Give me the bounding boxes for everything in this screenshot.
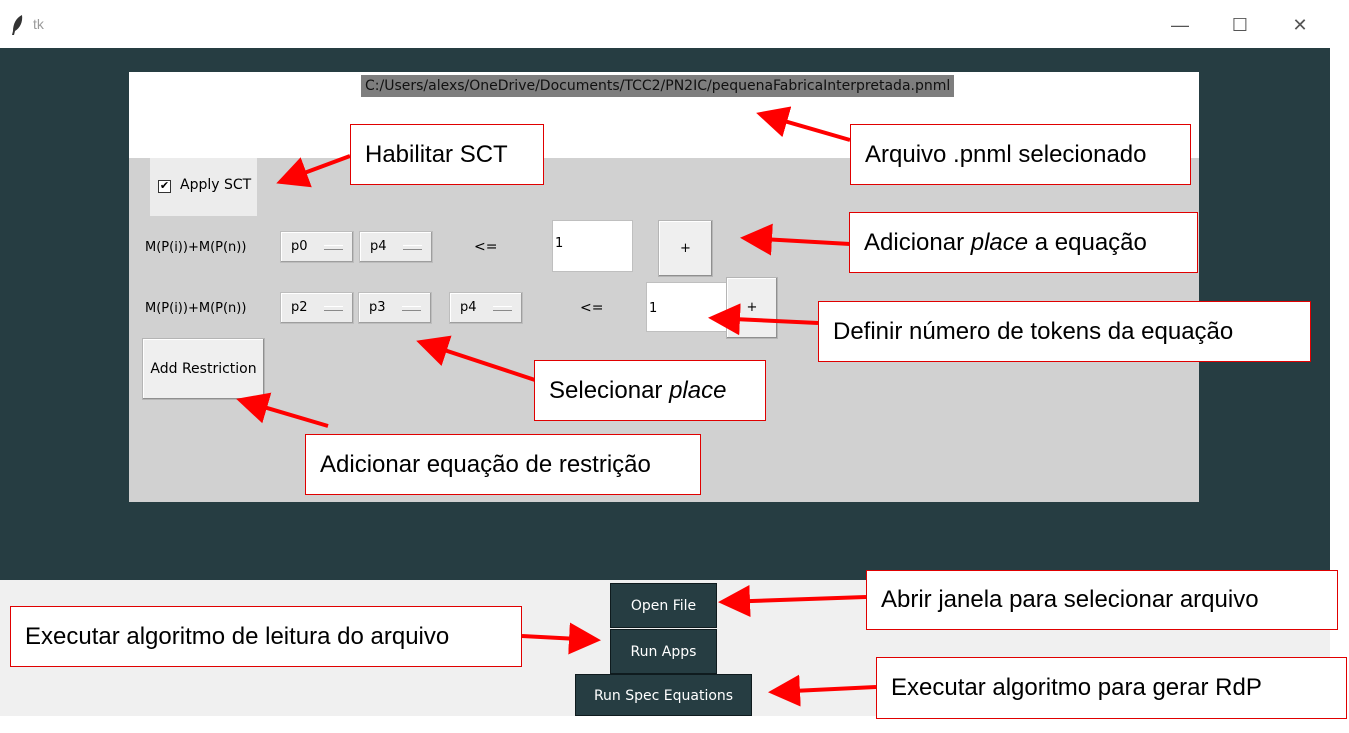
add-place-button[interactable]: + [658,220,713,277]
option-indicator-icon [324,306,343,311]
maximize-icon[interactable]: ☐ [1231,15,1249,35]
token-count-input[interactable]: 1 [646,282,727,332]
equation-label: M(P(i))+M(P(n)) [145,240,247,255]
callout-text: Executar algoritmo para gerar RdP [891,674,1262,701]
callout-arquivo-selecionado: Arquivo .pnml selecionado [850,124,1191,185]
feather-icon [12,15,23,35]
apply-sct-checkbox[interactable]: ✔ Apply SCT [150,158,257,216]
place-select-value: p4 [370,239,387,254]
token-count-input[interactable]: 1 [552,220,633,272]
option-indicator-icon [402,306,421,311]
place-select-value: p4 [460,300,477,315]
file-path-label: C:/Users/alexs/OneDrive/Documents/TCC2/P… [361,75,955,97]
add-restriction-button[interactable]: Add Restriction [142,338,265,400]
close-icon[interactable]: ✕ [1292,15,1308,35]
callout-text: Habilitar SCT [365,140,508,168]
title-bar: tk — ☐ ✕ [0,0,1349,48]
callout-abrir-janela: Abrir janela para selecionar arquivo [866,570,1338,630]
option-indicator-icon [493,306,512,311]
place-select-value: p0 [291,239,308,254]
callout-executar-leitura: Executar algoritmo de leitura do arquivo [10,606,522,667]
run-spec-equations-button[interactable]: Run Spec Equations [575,674,752,716]
callout-text-italic: place [970,228,1029,256]
callout-text: Arquivo .pnml selecionado [865,140,1147,168]
place-select[interactable]: p4 [359,231,433,263]
callout-text: Adicionar [864,228,971,256]
callout-adicionar-place: Adicionar place a equação [849,212,1198,273]
minimize-icon[interactable]: — [1171,15,1189,35]
add-place-button[interactable]: + [726,277,778,339]
leq-operator: <= [474,239,498,255]
callout-executar-rdp: Executar algoritmo para gerar RdP [876,657,1347,719]
callout-adicionar-equacao: Adicionar equação de restrição [305,434,701,495]
equation-label: M(P(i))+M(P(n)) [145,301,247,316]
callout-selecionar-place: Selecionar place [534,360,766,421]
place-select-value: p3 [369,300,386,315]
place-select[interactable]: p4 [449,292,523,324]
option-indicator-icon [324,245,343,250]
place-select-value: p2 [291,300,308,315]
leq-operator: <= [580,300,604,316]
checkbox-check-icon[interactable]: ✔ [158,180,171,193]
callout-text: a equação [1028,228,1147,256]
place-select[interactable]: p0 [280,231,354,263]
apply-sct-label: Apply SCT [180,177,252,193]
option-indicator-icon [403,245,422,250]
callout-text: Executar algoritmo de leitura do arquivo [25,622,450,650]
open-file-button[interactable]: Open File [610,583,717,628]
callout-text: Selecionar [549,376,670,404]
callout-definir-tokens: Definir número de tokens da equação [818,301,1311,362]
callout-habilitar-sct: Habilitar SCT [350,124,544,185]
callout-text: Adicionar equação de restrição [320,450,651,478]
window-title: tk [33,16,44,32]
callout-text: Definir número de tokens da equação [833,317,1234,345]
callout-text-italic: place [669,376,727,404]
place-select[interactable]: p3 [358,292,432,324]
place-select[interactable]: p2 [280,292,354,324]
run-apps-button[interactable]: Run Apps [610,629,717,674]
callout-text: Abrir janela para selecionar arquivo [881,586,1259,613]
